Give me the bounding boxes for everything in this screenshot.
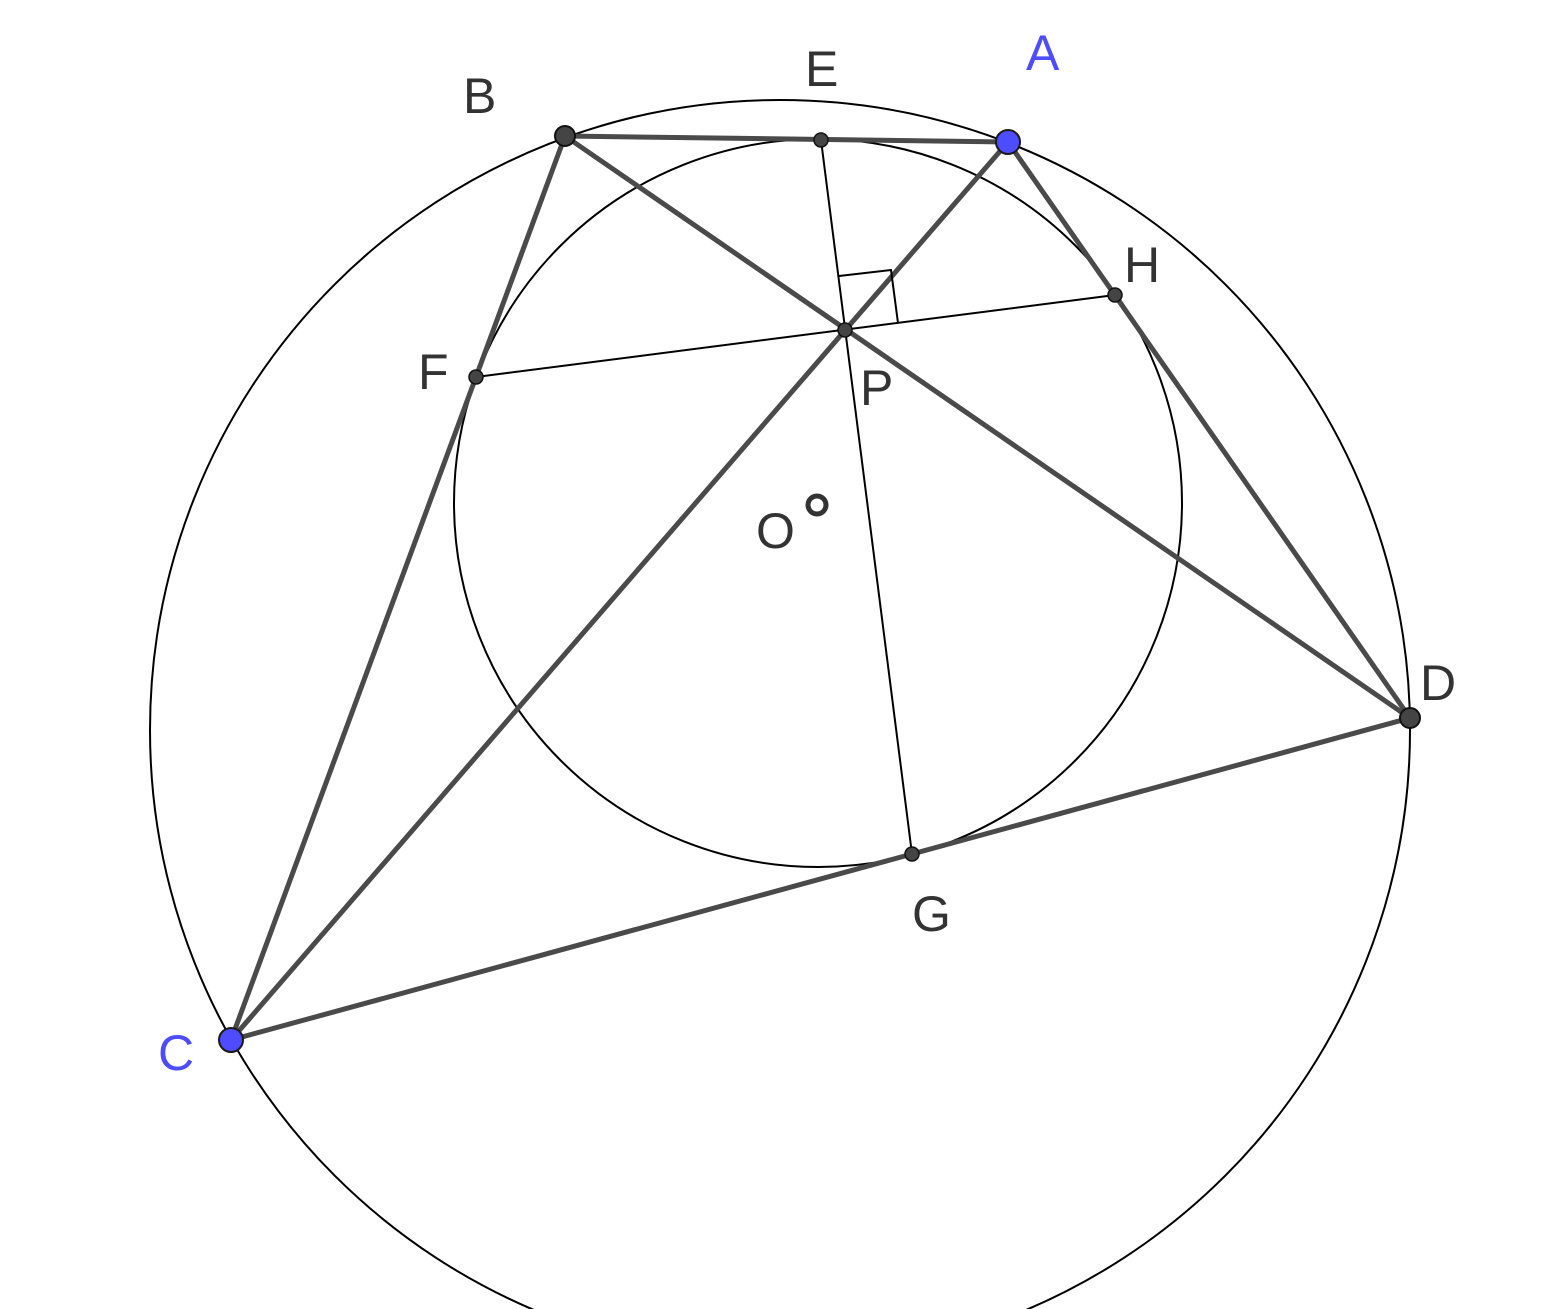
segment-CD bbox=[230, 715, 1411, 1043]
segment-EG bbox=[820, 139, 913, 855]
circumcircle bbox=[149, 99, 1411, 1309]
diagonal-BD bbox=[563, 133, 1412, 721]
point-P bbox=[837, 322, 853, 338]
label-O: O bbox=[756, 503, 795, 559]
point-E bbox=[813, 132, 829, 148]
segment-DA bbox=[1005, 140, 1413, 720]
label-H: H bbox=[1124, 237, 1160, 293]
center-point-O bbox=[805, 493, 829, 517]
segment-BC bbox=[228, 135, 568, 1041]
label-P: P bbox=[860, 360, 893, 416]
point-F bbox=[468, 369, 484, 385]
label-D: D bbox=[1420, 655, 1456, 711]
diagonal-AC bbox=[229, 140, 1010, 1042]
point-D[interactable] bbox=[1399, 707, 1421, 729]
label-G: G bbox=[912, 886, 951, 942]
label-C: C bbox=[158, 1025, 194, 1081]
segment-FH bbox=[475, 294, 1116, 378]
label-E: E bbox=[805, 41, 838, 97]
segment-AB bbox=[564, 133, 1009, 145]
point-H bbox=[1107, 287, 1123, 303]
point-C[interactable] bbox=[218, 1027, 244, 1053]
label-B: B bbox=[463, 68, 496, 124]
point-G bbox=[904, 846, 920, 862]
label-A: A bbox=[1026, 25, 1060, 81]
point-A[interactable] bbox=[995, 129, 1021, 155]
point-B[interactable] bbox=[554, 125, 576, 147]
right-angle-marker bbox=[838, 268, 899, 324]
label-F: F bbox=[418, 344, 449, 400]
